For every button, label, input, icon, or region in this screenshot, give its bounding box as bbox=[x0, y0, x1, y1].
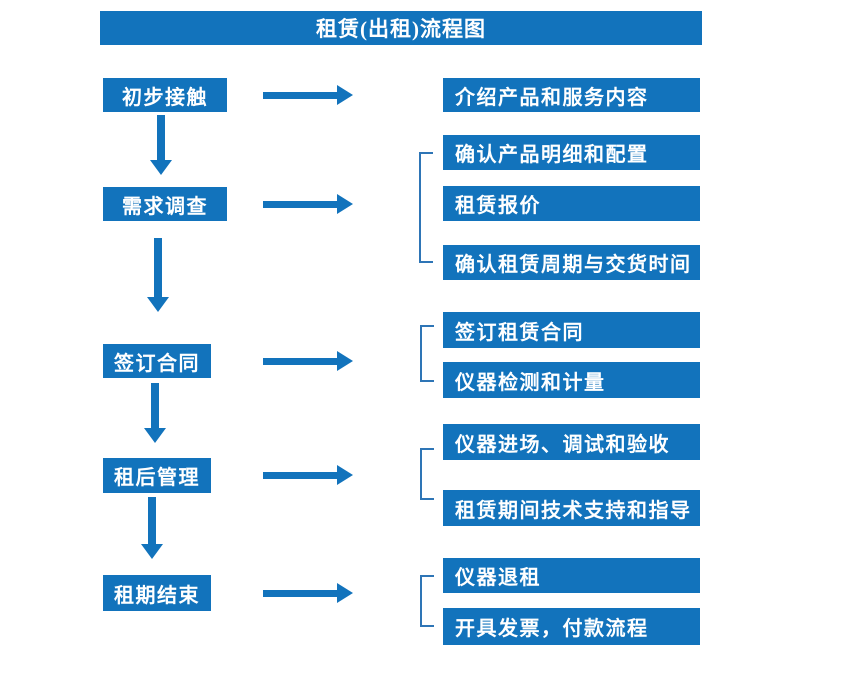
arrow-shaft bbox=[263, 471, 337, 479]
arrow-head bbox=[144, 428, 166, 443]
arrow-shaft bbox=[154, 238, 162, 297]
arrow-shaft bbox=[157, 115, 165, 160]
arrow-shaft bbox=[151, 383, 159, 428]
output-confirm-period-delivery: 确认租赁周期与交货时间 bbox=[443, 245, 700, 280]
arrow-shaft bbox=[263, 357, 337, 365]
arrow-right-icon bbox=[263, 351, 353, 371]
arrow-head bbox=[337, 351, 353, 371]
output-instrument-inspection: 仪器检测和计量 bbox=[443, 362, 700, 398]
step-initial-contact: 初步接触 bbox=[103, 78, 227, 112]
arrow-head bbox=[150, 160, 172, 175]
flowchart-title: 租赁(出租)流程图 bbox=[100, 11, 702, 45]
arrow-right-icon bbox=[263, 194, 353, 214]
arrow-down-icon bbox=[141, 497, 163, 559]
arrow-shaft bbox=[263, 200, 337, 208]
group-bracket bbox=[419, 152, 433, 263]
arrow-head bbox=[337, 465, 353, 485]
group-bracket bbox=[420, 448, 434, 500]
output-instrument-setup-acceptance: 仪器进场、调试和验收 bbox=[443, 424, 700, 460]
arrow-head bbox=[141, 544, 163, 559]
arrow-down-icon bbox=[147, 238, 169, 312]
arrow-head bbox=[337, 583, 353, 603]
arrow-right-icon bbox=[263, 85, 353, 105]
arrow-head bbox=[337, 85, 353, 105]
arrow-down-icon bbox=[144, 383, 166, 443]
arrow-shaft bbox=[263, 589, 337, 597]
group-bracket bbox=[420, 325, 434, 382]
step-post-rental-management: 租后管理 bbox=[103, 458, 211, 493]
arrow-head bbox=[337, 194, 353, 214]
output-tech-support: 租赁期间技术支持和指导 bbox=[443, 490, 700, 526]
output-rental-quote: 租赁报价 bbox=[443, 186, 700, 221]
arrow-shaft bbox=[263, 91, 337, 99]
output-invoice-payment: 开具发票，付款流程 bbox=[443, 608, 700, 645]
step-sign-contract: 签订合同 bbox=[103, 344, 211, 378]
output-confirm-product-details: 确认产品明细和配置 bbox=[443, 135, 700, 170]
step-demand-survey: 需求调查 bbox=[103, 187, 227, 221]
arrow-right-icon bbox=[263, 465, 353, 485]
arrow-right-icon bbox=[263, 583, 353, 603]
output-sign-rental-contract: 签订租赁合同 bbox=[443, 312, 700, 348]
step-rental-end: 租期结束 bbox=[103, 575, 211, 611]
arrow-shaft bbox=[148, 497, 156, 544]
arrow-down-icon bbox=[150, 115, 172, 175]
output-introduce-products: 介绍产品和服务内容 bbox=[443, 78, 700, 112]
arrow-head bbox=[147, 297, 169, 312]
group-bracket bbox=[420, 575, 434, 627]
output-instrument-return: 仪器退租 bbox=[443, 558, 700, 593]
